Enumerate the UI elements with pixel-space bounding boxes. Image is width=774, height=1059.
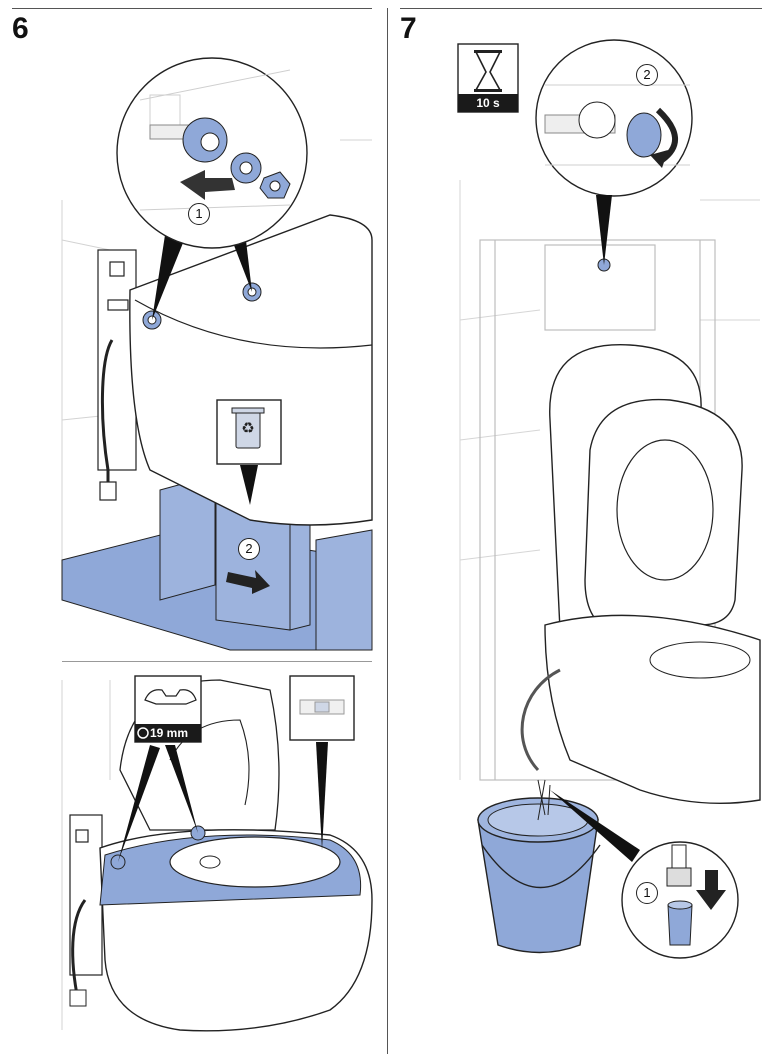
toilet-shell-7: [544, 614, 761, 805]
step7-callout-2: 2: [636, 64, 658, 86]
push-arrow: [180, 170, 235, 200]
callout-label: 2: [245, 541, 253, 556]
bucket: [477, 819, 599, 954]
step-number-7: 7: [400, 12, 417, 45]
pull-arrow: [226, 570, 270, 594]
step6-sub-divider: [62, 661, 372, 662]
top-rule-left: [12, 8, 372, 9]
callout-label: 2: [643, 67, 651, 82]
hourglass-icon: [474, 50, 502, 92]
top-rule-right: [400, 8, 762, 9]
down-arrow: [696, 870, 726, 910]
callout-label: 1: [643, 885, 651, 900]
step6-callout-1: 1: [188, 203, 210, 225]
timer-label: 10 s: [476, 96, 500, 110]
recycle-bin-icon: ♻: [241, 420, 255, 437]
step-number-6: 6: [12, 12, 29, 45]
center-divider: [387, 8, 388, 1054]
callout-label: 1: [195, 206, 203, 221]
step7-callout-1: 1: [636, 882, 658, 904]
toilet-shell: [129, 214, 373, 526]
step6-callout-2: 2: [238, 538, 260, 560]
wrench-size-label: 19 mm: [150, 726, 189, 740]
